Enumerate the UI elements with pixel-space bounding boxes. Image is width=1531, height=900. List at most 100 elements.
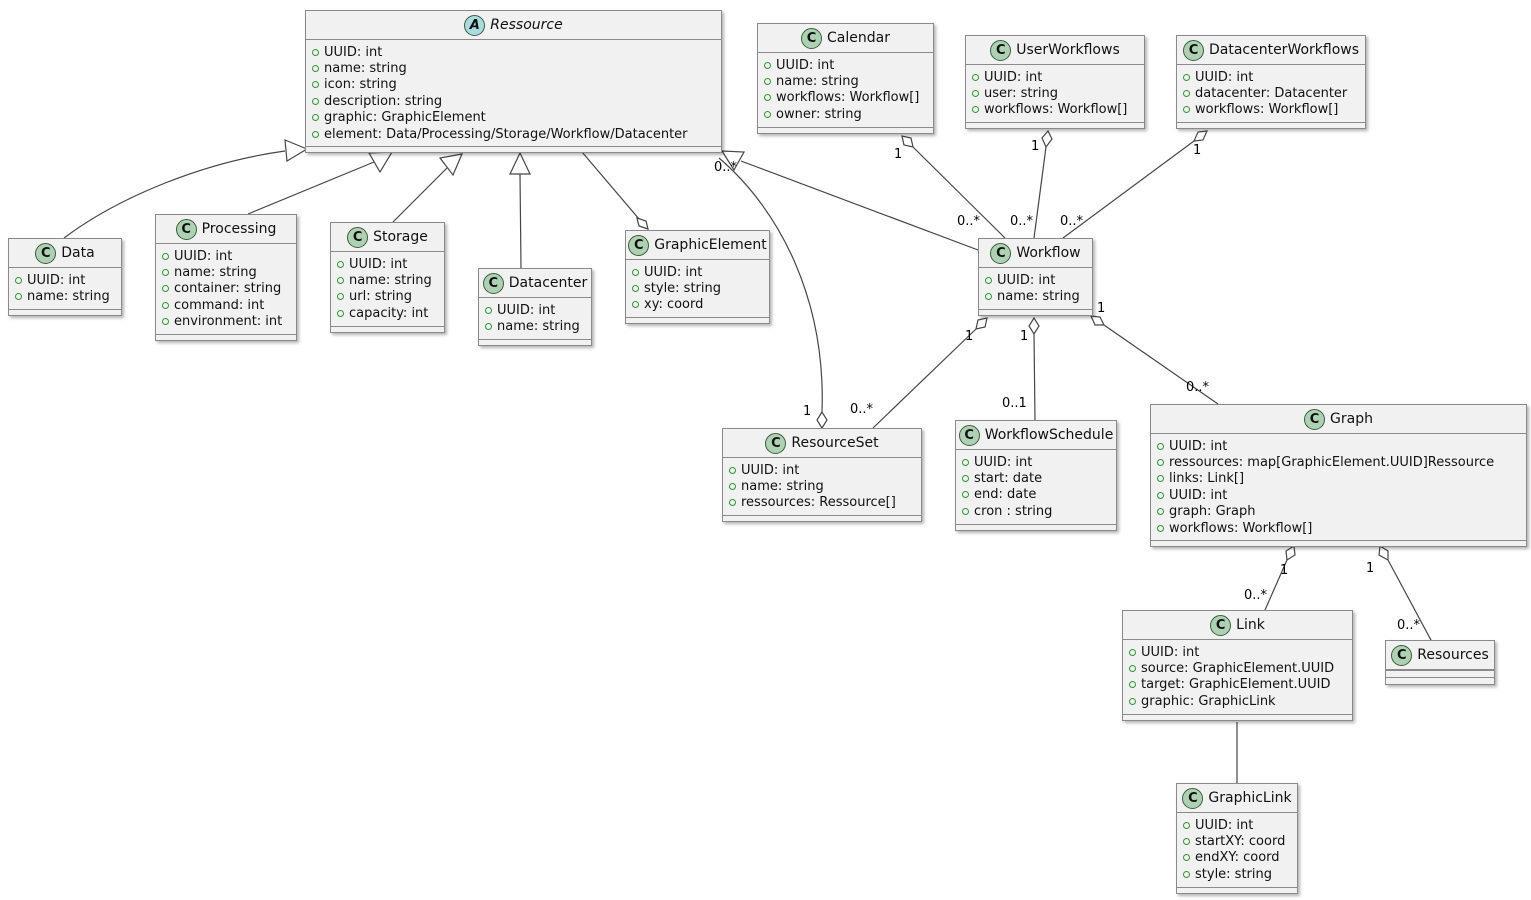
- class-resources[interactable]: C Resources: [1385, 640, 1495, 685]
- class-header: C Storage: [331, 223, 444, 252]
- class-name: DatacenterWorkflows: [1208, 42, 1360, 58]
- field-visibility-icon: [962, 458, 969, 466]
- multiplicity-label: 1: [1280, 563, 1289, 578]
- attribute: datacenter: Datacenter: [1183, 85, 1359, 101]
- edge-datacenterworkflows-workflow: [1062, 140, 1195, 239]
- attribute: container: string: [162, 281, 290, 297]
- class-icon: C: [765, 432, 787, 454]
- attribute: environment: int: [162, 314, 290, 330]
- attribute: UUID: int: [729, 462, 915, 478]
- methods-compartment: [156, 333, 296, 340]
- field-visibility-icon: [162, 301, 169, 309]
- attribute: ressources: Ressource[]: [729, 495, 915, 511]
- field-visibility-icon: [632, 268, 639, 276]
- attribute: UUID: int: [337, 256, 438, 272]
- class-header: C Workflow: [979, 239, 1092, 268]
- multiplicity-label: 1: [1020, 329, 1029, 344]
- multiplicity-label: 0..*: [1186, 380, 1210, 395]
- attribute: UUID: int: [1157, 487, 1520, 503]
- attribute: user: string: [972, 85, 1138, 101]
- multiplicity-label: 0..*: [850, 402, 874, 417]
- field-visibility-icon: [1129, 697, 1136, 705]
- aggregation-diamond-icon: [1041, 129, 1053, 149]
- multiplicity-label: 1: [965, 329, 974, 344]
- aggregation-diamond-icon: [1028, 316, 1040, 336]
- attribute: UUID: int: [962, 454, 1110, 470]
- field-visibility-icon: [962, 475, 969, 483]
- methods-compartment: [1177, 122, 1365, 128]
- class-name: Workflow: [1016, 245, 1081, 261]
- field-visibility-icon: [764, 94, 771, 102]
- field-visibility-icon: [162, 285, 169, 293]
- edge-ressource-graphicelement: [581, 151, 640, 220]
- attribute: graph: Graph: [1157, 504, 1520, 520]
- class-name: WorkflowSchedule: [984, 427, 1114, 443]
- methods-compartment: [1123, 713, 1352, 720]
- edge-workflow-workflowschedule: [1033, 333, 1036, 421]
- class-icon: C: [482, 272, 504, 294]
- attribute: startXY: coord: [1183, 833, 1291, 849]
- edge-storage-extends-ressource: [392, 167, 448, 223]
- field-visibility-icon: [729, 483, 736, 491]
- field-visibility-icon: [1129, 665, 1136, 673]
- attribute: graphic: GraphicLink: [1129, 693, 1346, 709]
- class-header: C UserWorkflows: [966, 36, 1144, 65]
- multiplicity-label: 1: [1366, 561, 1375, 576]
- class-icon: C: [801, 27, 823, 49]
- multiplicity-label: 0..*: [1060, 214, 1084, 229]
- attribute: UUID: int: [312, 44, 715, 60]
- methods-compartment: [1177, 886, 1297, 893]
- field-visibility-icon: [15, 276, 22, 284]
- field-visibility-icon: [1157, 491, 1164, 499]
- methods-compartment: [306, 146, 721, 152]
- attribute: name: string: [985, 288, 1086, 304]
- attribute: UUID: int: [1183, 69, 1359, 85]
- field-visibility-icon: [1157, 442, 1164, 450]
- class-icon: C: [1210, 614, 1232, 636]
- field-visibility-icon: [632, 285, 639, 293]
- multiplicity-label: 0..*: [1244, 588, 1268, 603]
- class-icon: C: [1182, 39, 1204, 61]
- attribute: workflows: Workflow[]: [1157, 520, 1520, 536]
- field-visibility-icon: [972, 90, 979, 98]
- class-icon: C: [990, 242, 1012, 264]
- attribute: graphic: GraphicElement: [312, 110, 715, 126]
- attribute: target: GraphicElement.UUID: [1129, 677, 1346, 693]
- attribute: capacity: int: [337, 305, 438, 321]
- attribute: workflows: Workflow[]: [972, 102, 1138, 118]
- attribute: UUID: int: [632, 264, 763, 280]
- attribute: ressources: map[GraphicElement.UUID]Ress…: [1157, 454, 1520, 470]
- attribute: UUID: int: [162, 248, 290, 264]
- methods-compartment: [979, 308, 1092, 315]
- class-name: Resources: [1417, 647, 1489, 663]
- attribute: cron : string: [962, 503, 1110, 519]
- class-icon: C: [175, 218, 197, 240]
- edge-workflow-extends-ressource: [740, 160, 979, 251]
- attribute: style: string: [632, 280, 763, 296]
- field-visibility-icon: [729, 499, 736, 507]
- class-name: GraphicElement: [654, 237, 767, 253]
- class-name: Calendar: [827, 30, 890, 46]
